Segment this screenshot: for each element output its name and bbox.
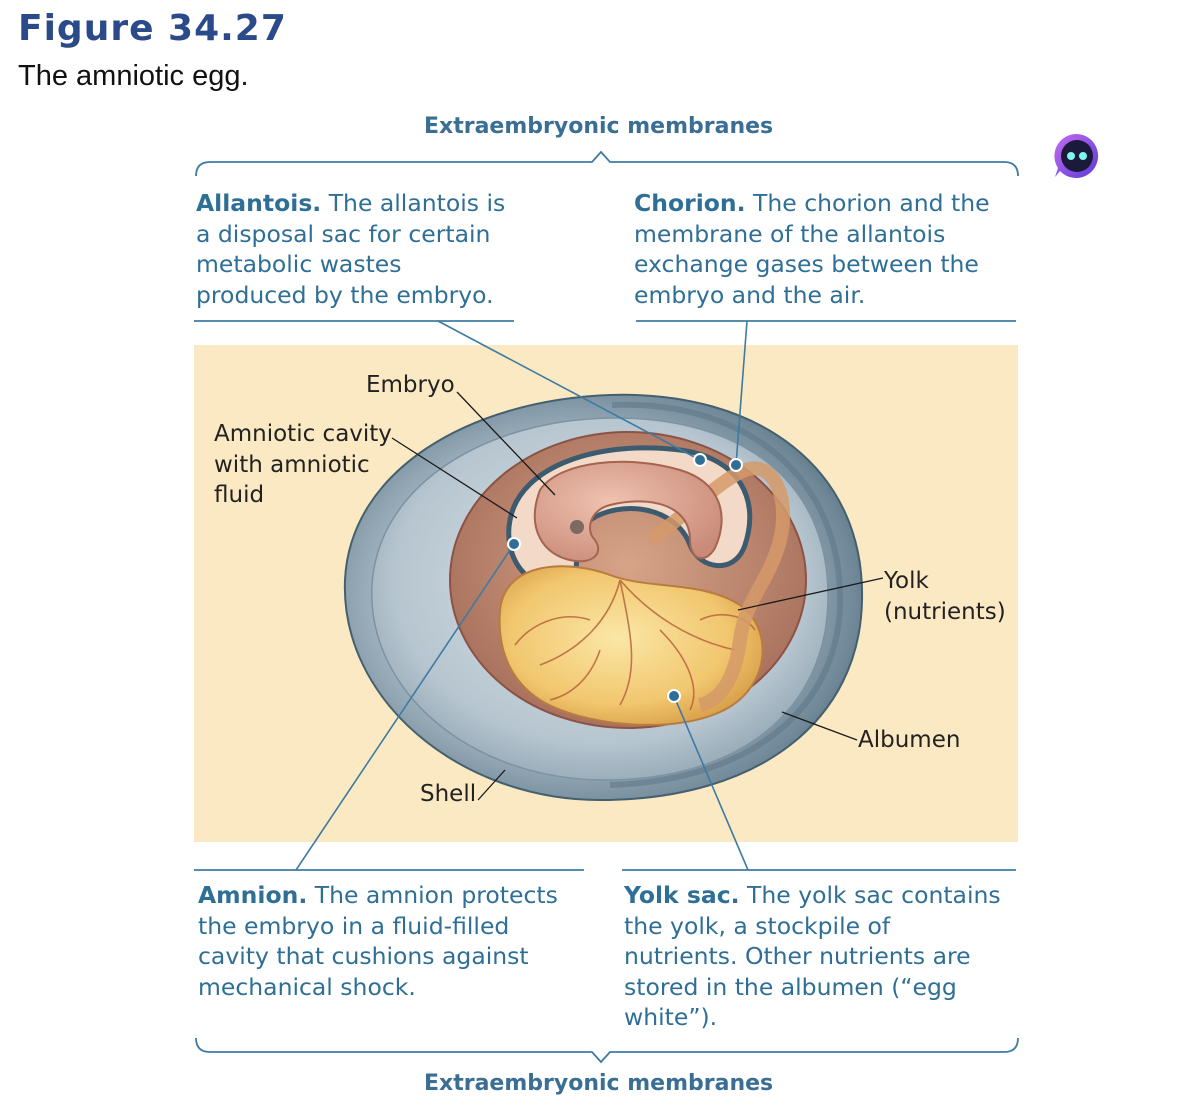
shell-label: Shell [420,781,477,807]
assistant-bot-icon[interactable] [1052,132,1102,182]
top-brace [195,150,1019,177]
amnion-description: Amnion. The amnion protects the embryo i… [198,881,558,1001]
bottom-group-label: Extraembryonic membranes [424,1071,774,1096]
top-group-label: Extraembryonic membranes [424,114,774,139]
allantois-description: Allantois. The allantois is a disposal s… [196,189,506,309]
albumen-label: Albumen [858,727,961,753]
figure-number: Figure 34.27 [18,8,287,49]
chorion-description: Chorion. The chorion and the membrane of… [634,189,990,309]
allantois [646,461,791,712]
figure-caption: The amniotic egg. [18,60,249,92]
yolk-sac-heading: Yolk sac. [624,881,740,909]
yolk-label: Yolk (nutrients) [884,568,1006,625]
chorion-heading: Chorion. [634,189,746,217]
yolk-sac-description: Yolk sac. The yolk sac contains the yolk… [624,881,1001,1031]
embryo [533,460,723,563]
allantois-heading: Allantois. [196,189,322,217]
amniotic-cavity-label: Amniotic cavity with amniotic fluid [214,421,392,508]
amnion-heading: Amnion. [198,881,308,909]
bottom-brace [195,1037,1019,1064]
embryo-label: Embryo [366,372,455,398]
